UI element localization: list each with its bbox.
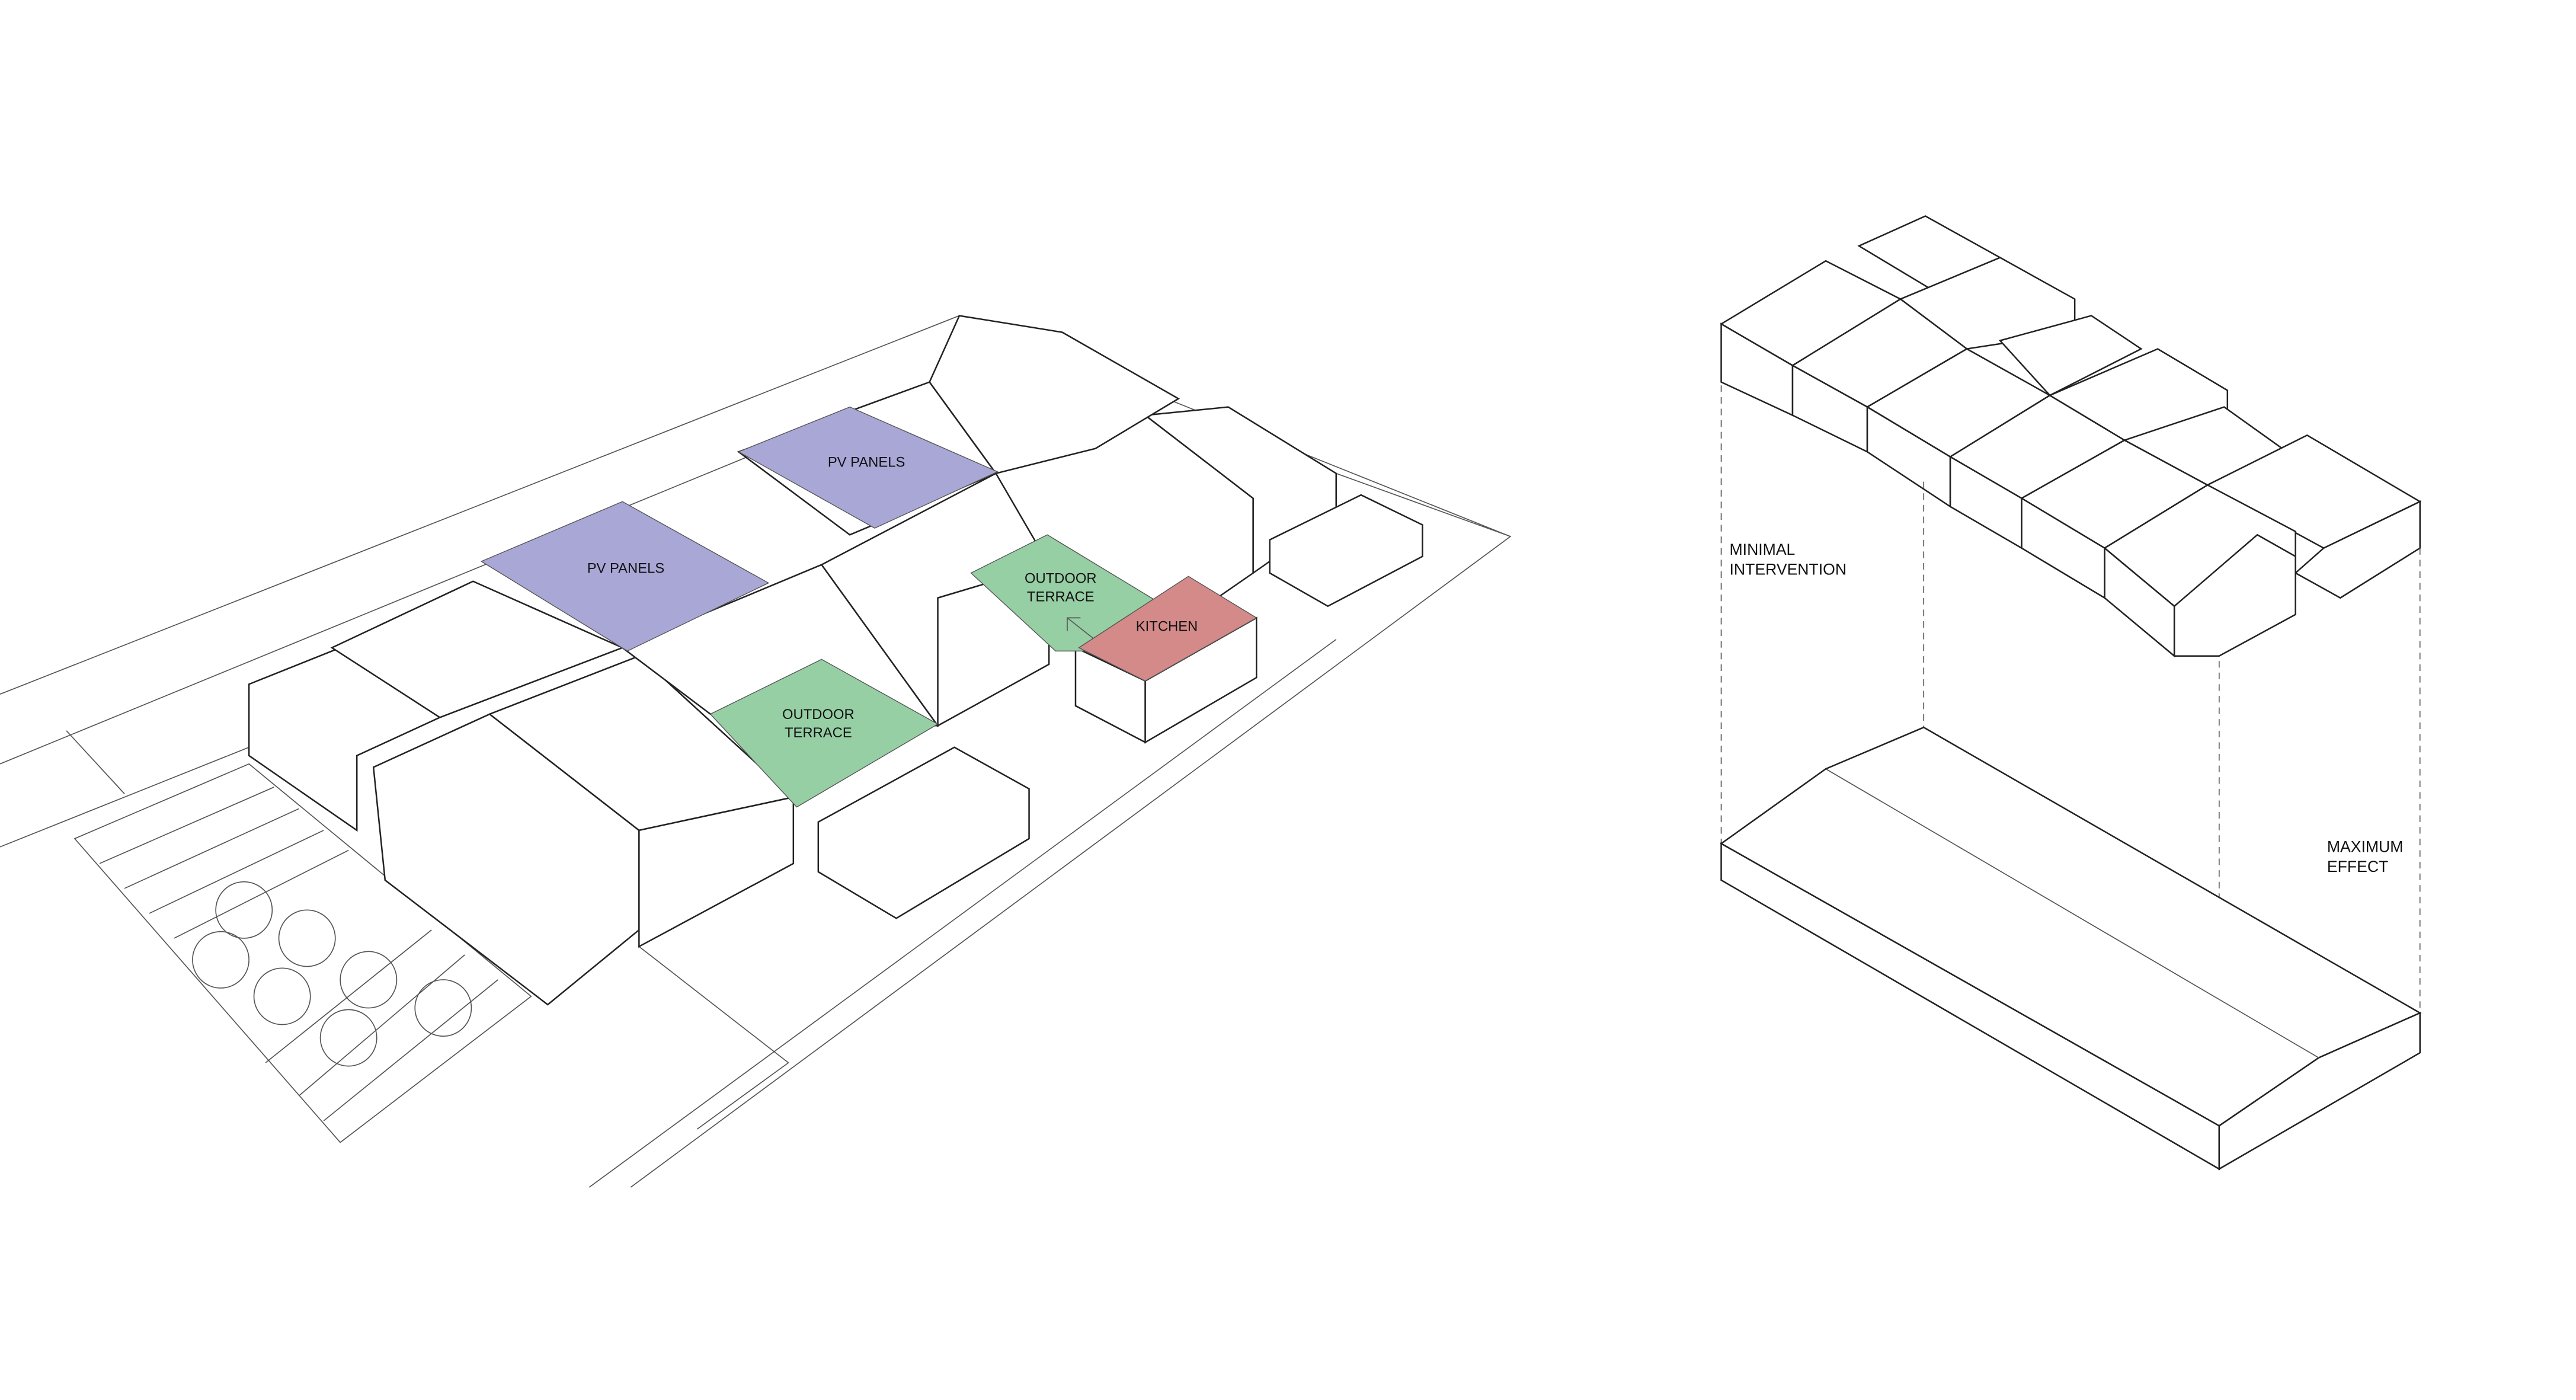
terrace-label-1-line-2: TERRACE <box>785 725 852 741</box>
terrace-label-2-line-2: TERRACE <box>1027 589 1095 605</box>
site-axonometric: PV PANELS PV PANELS OUTDOOR TERRACE OUTD… <box>0 315 1512 1188</box>
parking-area <box>73 763 532 1143</box>
trees <box>192 881 472 1067</box>
kitchen: KITCHEN <box>1078 576 1257 682</box>
maximum-effect-volume <box>1720 726 2422 1171</box>
pv-panels-roof-2 <box>737 406 999 529</box>
terrace-label-1-line-1: OUTDOOR <box>782 707 855 723</box>
pv-panels-1: PV PANELS <box>480 501 770 652</box>
pv-panels-label-1: PV PANELS <box>587 561 665 577</box>
pv-panels-label-2: PV PANELS <box>828 454 905 470</box>
minimal-intervention-label-line-1: MINIMAL <box>1730 541 1796 558</box>
minimal-intervention-label-line-2: INTERVENTION <box>1730 561 1847 578</box>
maximum-effect-label-line-2: EFFECT <box>2327 858 2388 875</box>
comparison-axonometric: MINIMAL INTERVENTION MAXIMUM EFFECT <box>1720 215 2422 1171</box>
minimal-intervention-volumes <box>1720 215 2422 658</box>
outdoor-terrace-2: OUTDOOR TERRACE <box>970 534 1158 652</box>
pv-panels-2: PV PANELS <box>737 406 999 529</box>
terrace-area-1 <box>709 659 939 808</box>
kitchen-roof <box>1078 576 1257 682</box>
pv-panels-roof-1 <box>480 501 770 652</box>
maximum-effect-label-line-1: MAXIMUM <box>2327 838 2404 855</box>
kitchen-label: KITCHEN <box>1136 619 1198 635</box>
terrace-label-2-line-1: OUTDOOR <box>1025 571 1097 587</box>
outdoor-terrace-1: OUTDOOR TERRACE <box>709 659 939 808</box>
